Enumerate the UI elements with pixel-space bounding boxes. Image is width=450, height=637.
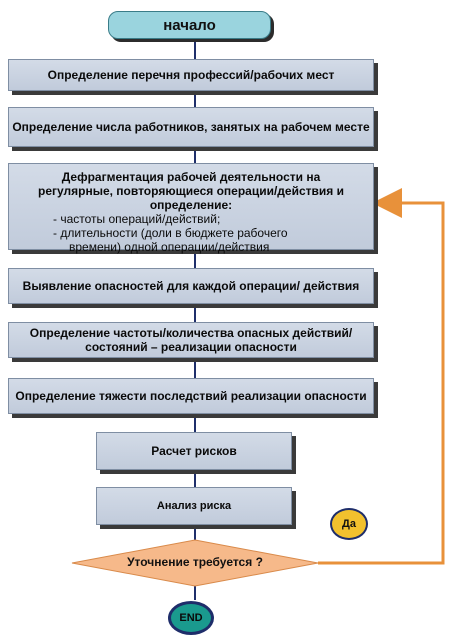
start-node: начало bbox=[108, 11, 271, 39]
yes-label: Да bbox=[330, 508, 368, 540]
step-hazards: Выявление опасностей для каждой операции… bbox=[8, 268, 374, 304]
defrag-title-1: Дефрагментация рабочей деятельности на bbox=[61, 170, 321, 184]
defrag-title-2: регулярные, повторяющиеся операции/дейст… bbox=[37, 184, 344, 198]
defrag-title-3: определение: bbox=[149, 198, 233, 212]
decision-diamond bbox=[71, 539, 319, 587]
step-frequency: Определение частоты/количества опасных д… bbox=[8, 322, 374, 358]
step-risk-analysis: Анализ риска bbox=[96, 487, 292, 525]
defrag-item-frequency: - частоты операций/действий; bbox=[53, 212, 221, 226]
defrag-item-duration-cont: времени) одной операции/действия bbox=[69, 240, 270, 254]
decision-label: Уточнение требуется ? bbox=[127, 555, 263, 569]
end-node: END bbox=[168, 601, 214, 635]
step-defragmentation: Дефрагментация рабочей деятельности на р… bbox=[8, 163, 374, 254]
step-professions: Определение перечня профессий/рабочих ме… bbox=[8, 59, 374, 91]
defrag-item-duration: - длительности (доли в бюджете рабочего bbox=[53, 226, 288, 240]
step-severity: Определение тяжести последствий реализац… bbox=[8, 378, 374, 414]
step-worker-count: Определение числа работников, занятых на… bbox=[8, 107, 374, 147]
step-risk-calc: Расчет рисков bbox=[96, 432, 292, 470]
loop-back-arrow bbox=[318, 188, 445, 565]
